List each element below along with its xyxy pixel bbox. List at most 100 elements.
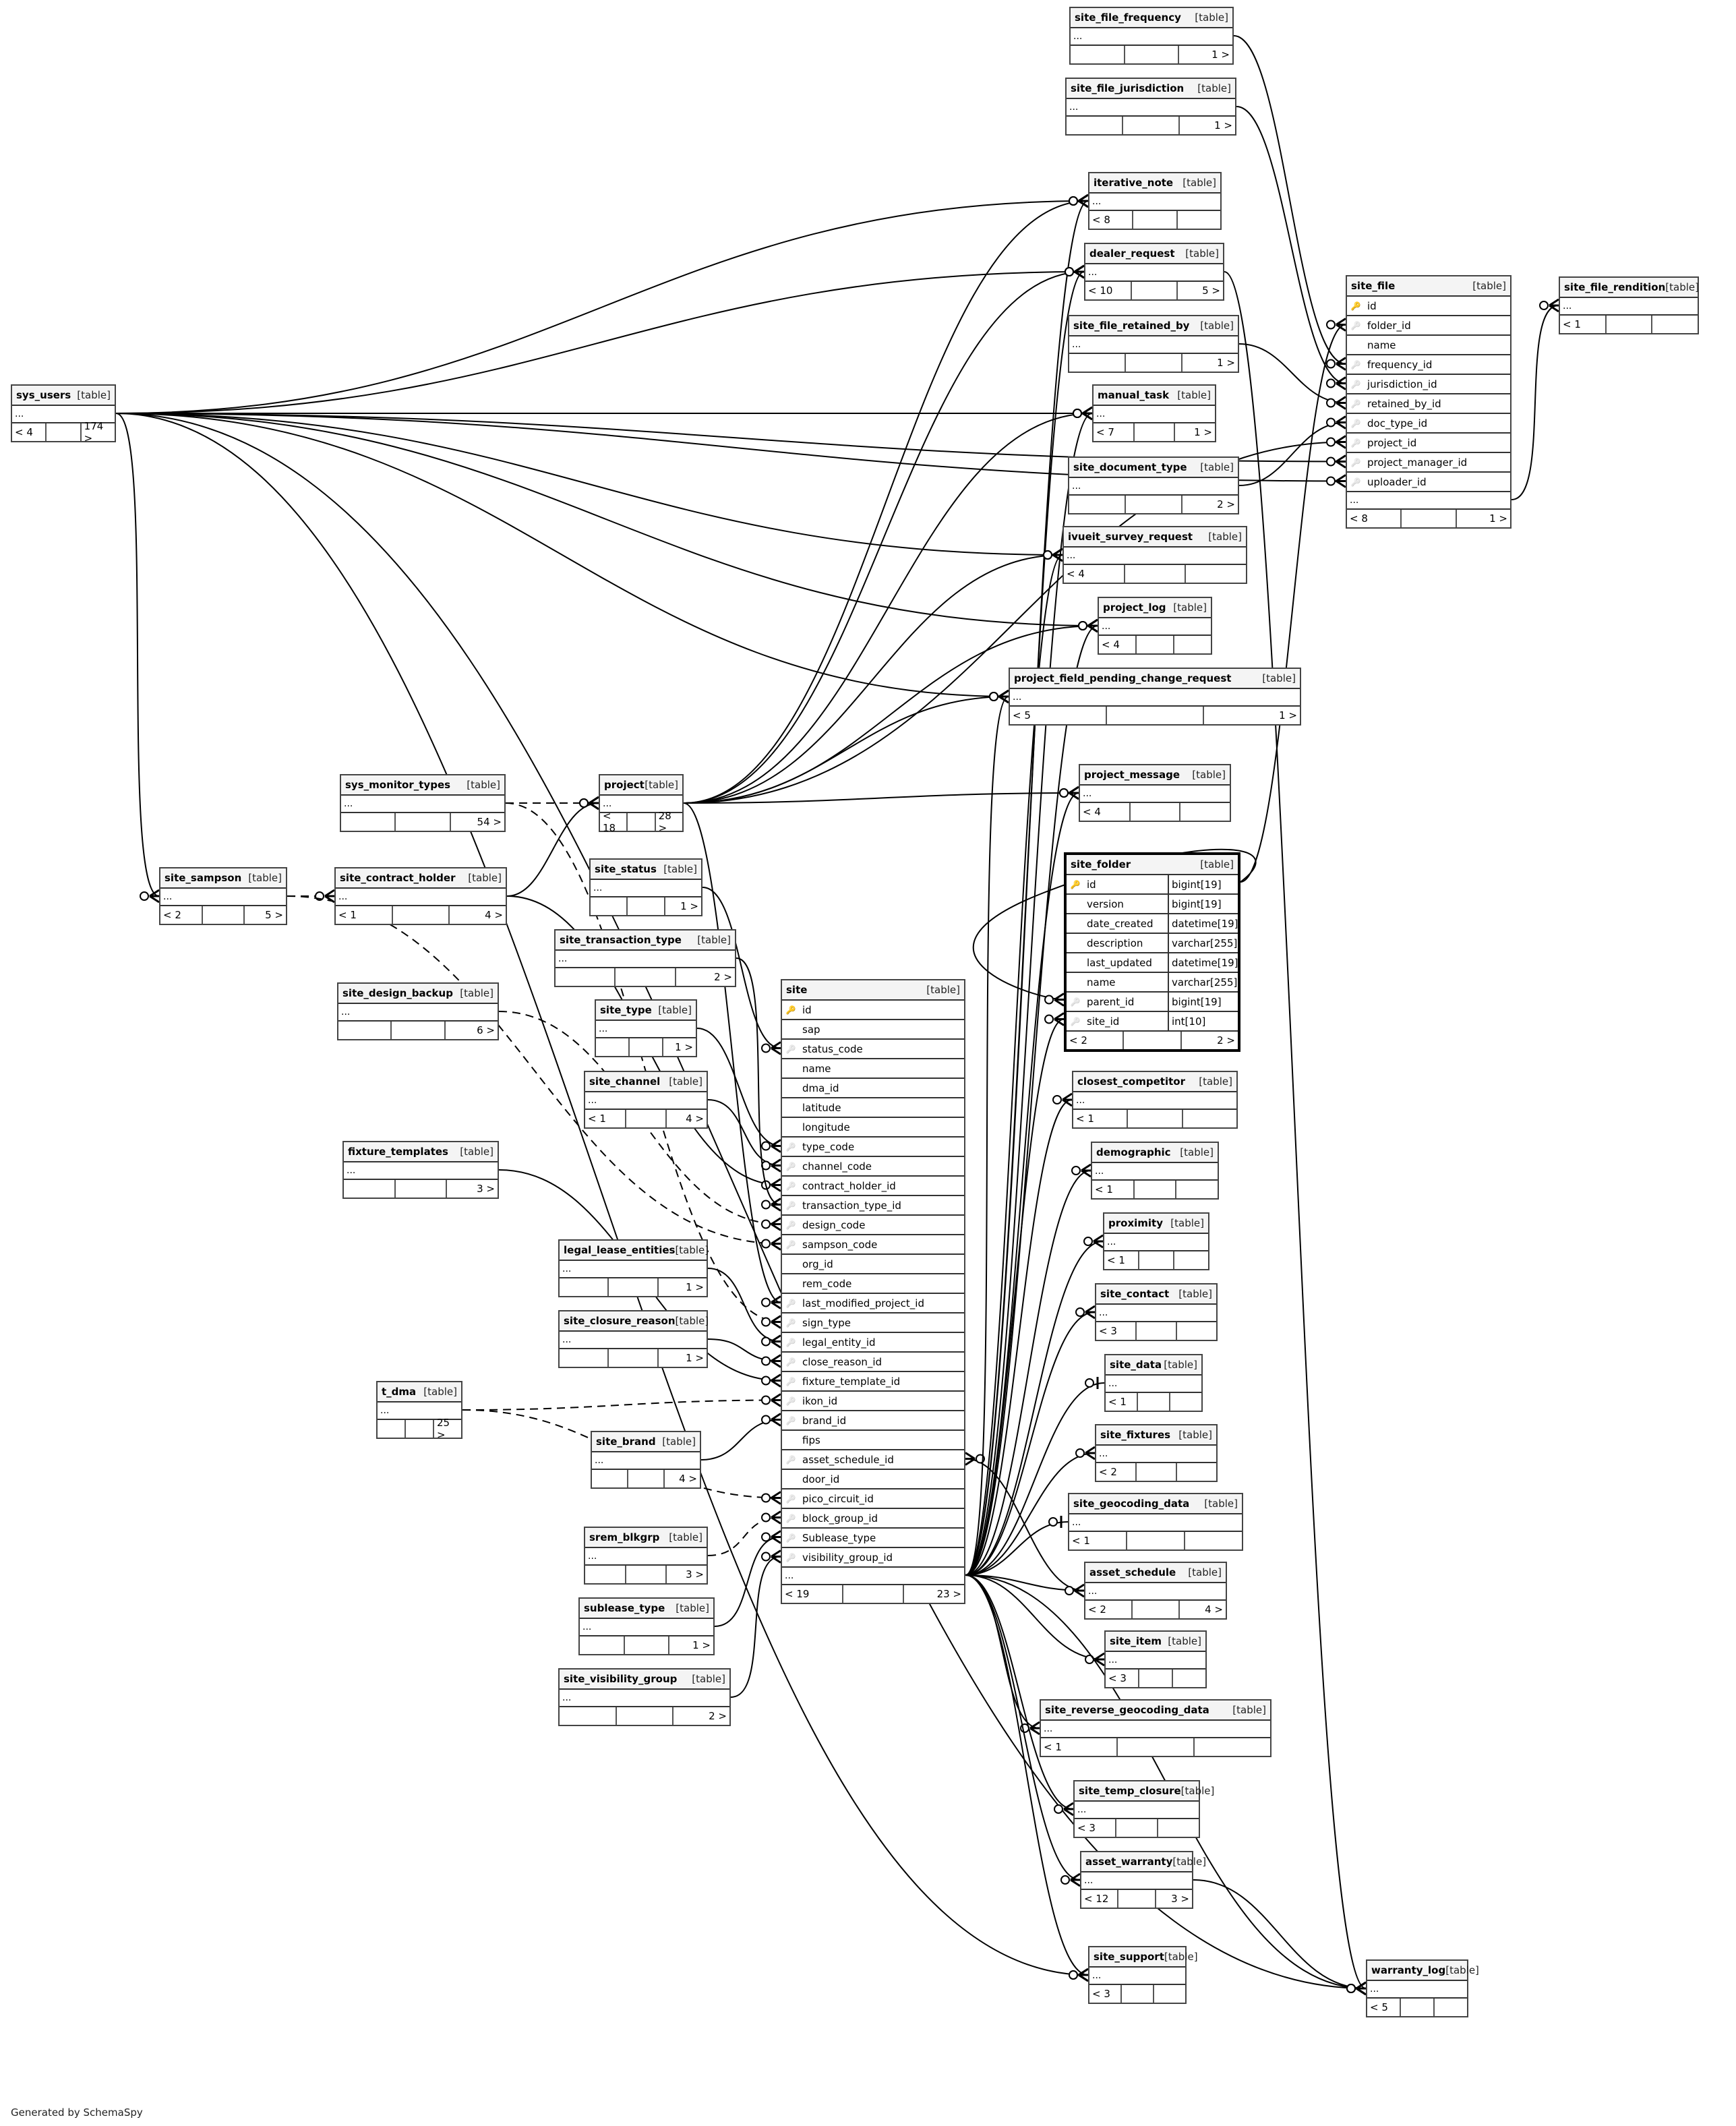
table-header[interactable]: site_transaction_type[table] [556,931,735,951]
table-header[interactable]: site_visibility_group[table] [560,1670,729,1690]
children-count[interactable] [1173,1670,1205,1687]
table-name[interactable]: closest_competitor [1077,1075,1185,1088]
table-site-geocoding-data[interactable]: site_geocoding_data[table]...< 1 [1068,1493,1243,1551]
table-header[interactable]: site_support[table] [1089,1947,1198,1968]
table-name[interactable]: site_document_type [1073,461,1187,473]
children-count[interactable]: 1 > [1489,512,1507,525]
table-header[interactable]: site_channel[table] [585,1072,707,1092]
parents-count[interactable] [585,1566,626,1583]
table-name[interactable]: site_status [595,863,657,875]
parents-count[interactable]: < 1 [1073,1110,1129,1127]
children-count[interactable] [1177,1463,1216,1481]
parents-count[interactable] [1069,354,1126,372]
children-count[interactable]: 28 > [658,810,671,834]
column-row[interactable]: longitude [782,1118,964,1138]
children-count[interactable]: 1 > [686,1281,704,1293]
table-header[interactable]: site_file_frequency[table] [1071,8,1232,28]
parents-count[interactable] [560,1349,609,1367]
table-name[interactable]: manual_task [1098,389,1170,401]
children-count[interactable]: 1 > [692,1639,711,1651]
parents-count[interactable] [344,1180,396,1198]
parents-count[interactable]: < 2 [1085,1601,1133,1618]
table-header[interactable]: site_folder[table] [1067,855,1238,875]
table-header[interactable]: demographic[table] [1092,1143,1218,1163]
children-count[interactable] [1177,1322,1216,1340]
parents-count[interactable]: < 8 [1347,510,1402,527]
table-name[interactable]: site_visibility_group [564,1673,678,1685]
column-row[interactable]: 🔑visibility_group_id [782,1548,964,1568]
children-count[interactable] [1180,803,1230,821]
table-header[interactable]: site_file[table] [1347,276,1510,297]
table-name[interactable]: site_data [1110,1359,1162,1371]
table-header[interactable]: asset_schedule[table] [1085,1563,1226,1583]
table-name[interactable]: demographic [1096,1146,1171,1158]
table-name[interactable]: t_dma [382,1386,417,1398]
parents-count[interactable]: < 1 [1069,1532,1127,1549]
parents-count[interactable] [591,897,628,915]
children-count[interactable]: 1 > [1214,119,1232,131]
table-name[interactable]: site_geocoding_data [1073,1498,1190,1510]
table-name[interactable]: project [604,779,645,791]
table-name[interactable]: site_brand [596,1436,656,1448]
table-header[interactable]: site_design_backup[table] [338,984,498,1004]
table-proximity[interactable]: proximity[table]...< 1 [1103,1212,1209,1270]
table-header[interactable]: site_fixtures[table] [1096,1425,1216,1446]
table-sys-monitor-types[interactable]: sys_monitor_types[table]...54 > [340,774,506,832]
column-row[interactable]: 🔑channel_code [782,1157,964,1177]
table-name[interactable]: site_file_frequency [1075,11,1181,24]
table-name[interactable]: sys_monitor_types [345,779,451,791]
table-project-field-pending-change-request[interactable]: project_field_pending_change_request[tab… [1009,668,1301,726]
parents-count[interactable]: < 1 [1104,1251,1139,1269]
table-header[interactable]: dealer_request[table] [1085,244,1223,264]
table-demographic[interactable]: demographic[table]...< 1 [1091,1142,1219,1200]
table-name[interactable]: dealer_request [1089,247,1175,260]
table-name[interactable]: project_message [1084,769,1180,781]
table-header[interactable]: ivueit_survey_request[table] [1064,527,1246,548]
table-name[interactable]: site_contract_holder [340,872,456,884]
children-count[interactable]: 2 > [1217,498,1235,510]
children-count[interactable]: 3 > [1171,1893,1189,1905]
parents-count[interactable] [338,1022,392,1039]
column-row[interactable]: sap [782,1020,964,1040]
column-row[interactable]: 🔑frequency_id [1347,355,1510,375]
table-name[interactable]: site_folder [1071,858,1131,870]
table-name[interactable]: proximity [1108,1217,1163,1229]
column-row[interactable]: 🔑jurisdiction_id [1347,375,1510,394]
column-row[interactable]: 🔑status_code [782,1040,964,1059]
children-count[interactable] [1174,636,1211,653]
children-count[interactable]: 1 > [686,1352,704,1364]
table-header[interactable]: fixture_templates[table] [344,1142,498,1162]
children-count[interactable] [1154,1985,1185,2003]
children-count[interactable] [1174,1251,1208,1269]
table-name[interactable]: site_type [600,1004,652,1016]
table-name[interactable]: site_design_backup [342,987,453,999]
table-name[interactable]: site_contact [1100,1288,1170,1300]
children-count[interactable]: 3 > [477,1183,496,1195]
children-count[interactable]: 5 > [265,909,284,921]
table-header[interactable]: sys_monitor_types[table] [341,775,504,796]
column-row[interactable]: 🔑sign_type [782,1313,964,1333]
table-site-file-retained-by[interactable]: site_file_retained_by[table]...1 > [1068,315,1239,373]
table-project-message[interactable]: project_message[table]...< 4 [1079,764,1231,822]
table-header[interactable]: site_brand[table] [592,1432,700,1452]
children-count[interactable]: 1 > [680,900,698,912]
children-count[interactable]: 5 > [1202,285,1221,297]
table-site-type[interactable]: site_type[table]...1 > [595,999,697,1057]
parents-count[interactable]: < 4 [12,423,47,441]
parents-count[interactable]: < 1 [1041,1738,1118,1756]
column-row[interactable]: 🔑contract_holder_id [782,1177,964,1196]
column-row[interactable]: 🔑id [782,1001,964,1020]
column-row[interactable]: rem_code [782,1274,964,1294]
column-row[interactable]: 🔑folder_id [1347,316,1510,336]
table-name[interactable]: ivueit_survey_request [1068,531,1193,543]
column-row[interactable]: 🔑id [1347,297,1510,316]
column-row[interactable]: dma_id [782,1079,964,1098]
column-row[interactable]: 🔑Sublease_type [782,1529,964,1548]
table-name[interactable]: legal_lease_entities [564,1244,676,1256]
column-row[interactable]: 🔑close_reason_id [782,1353,964,1372]
table-project-log[interactable]: project_log[table]...< 4 [1098,597,1212,655]
parents-count[interactable]: < 5 [1010,707,1107,724]
